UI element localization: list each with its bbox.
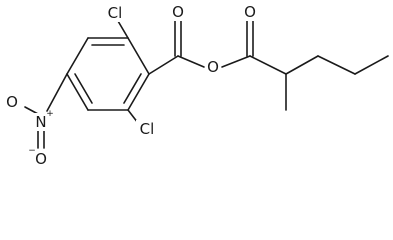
atom-n-nitro: N + [33, 109, 54, 131]
atom-o-carbonyl-right: O [242, 3, 258, 21]
bond-carbonyl-o-ester [177, 55, 205, 68]
bond-c4-n [46, 73, 68, 112]
atom-symbol-o-carbonyl-left: O [172, 3, 184, 21]
atom-o-carbonyl-left: O [170, 3, 186, 21]
bond-ring-c6-c1-inner [123, 73, 142, 104]
atom-cl-bottom: Cl [136, 120, 158, 138]
bond-chain-1 [249, 55, 287, 75]
bond-ring-c3-c4 [66, 37, 89, 75]
bonds [24, 19, 389, 149]
bond-chain-2 [285, 55, 319, 75]
atom-o-ester: O [205, 58, 221, 76]
atom-cl-top: Cl [104, 4, 126, 22]
atom-symbol-cl-top: Cl [108, 4, 123, 22]
bond-n-o-top [24, 106, 39, 115]
molecule-structure: Cl Cl O O O N + O O − [4, 3, 389, 168]
atom-symbol-o-carbonyl-right: O [244, 3, 256, 21]
atom-o-nitro-bottom: O − [28, 146, 49, 168]
bond-ring-c4-c5-inner [74, 73, 93, 104]
bond-o-ester-carbonyl2 [221, 55, 251, 68]
atom-symbol-o-nitro-top: O [6, 93, 18, 111]
charge-o-nitro-bottom: − [28, 146, 36, 156]
atom-o-nitro-top: O [4, 93, 20, 111]
charge-n-nitro: + [46, 109, 54, 119]
atom-symbol-cl-bottom: Cl [140, 120, 155, 138]
atom-symbol-o-nitro-bottom: O [35, 150, 47, 168]
bond-ring-c1-c2 [127, 37, 150, 75]
bond-chain-3 [317, 55, 356, 75]
bond-c1-carbonyl [148, 55, 179, 75]
atom-symbol-o-ester: O [207, 58, 219, 76]
bond-ring-c6-c1 [127, 73, 150, 111]
bond-ring-c4-c5 [66, 73, 89, 111]
bond-c2-cl [117, 20, 129, 39]
atom-symbol-n-nitro: N [35, 113, 46, 131]
bond-chain-4 [354, 55, 389, 75]
atom-labels: Cl Cl O O O N + O O − [4, 3, 258, 168]
